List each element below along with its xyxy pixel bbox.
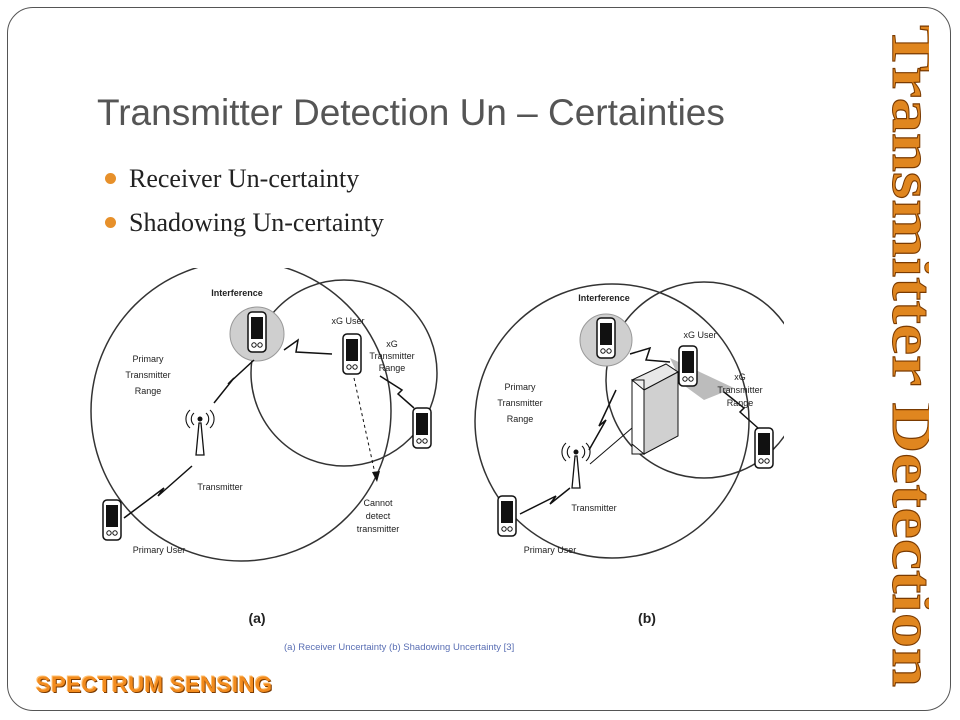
bullet-item: Shadowing Un-certainty [105, 206, 384, 250]
side-title-text: Transmitter Detection [880, 25, 929, 687]
link-transmitter-interference-b [588, 389, 617, 451]
slide-title: Transmitter Detection Un – Certainties [97, 92, 725, 133]
xg-user-label-a: xG User [331, 316, 364, 326]
cannot-detect-label-2: detect [366, 511, 391, 521]
primary-range-circle-a [90, 268, 392, 562]
panel-b: Interference xG User xG Transmitter Rang… [474, 281, 784, 626]
primary-range-label-b-1: Primary [505, 382, 536, 392]
primary-range-label-a-3: Range [135, 386, 162, 396]
figure-caption: (a) Receiver Uncertainty (b) Shadowing U… [284, 642, 515, 653]
cannot-detect-label-1: Cannot [363, 498, 393, 508]
bullet-list: Receiver Un-certainty Shadowing Un-certa… [105, 162, 384, 250]
side-title: Transmitter Detection [879, 16, 946, 696]
bullet-dot-icon [105, 173, 116, 184]
xg-user-phone-icon-b [678, 345, 698, 387]
bullet-item: Receiver Un-certainty [105, 162, 384, 206]
link-interference-xg-b [629, 346, 671, 363]
xg-range-label-a-2: Transmitter [369, 351, 414, 361]
blocked-path-b [589, 427, 633, 465]
link-interference-xg [283, 338, 333, 355]
interfered-phone-icon-b [596, 317, 616, 359]
panel-a: Interference xG User xG Transmitter Rang… [90, 268, 438, 626]
interference-label-a: Interference [211, 288, 263, 298]
cannot-detect-label-3: transmitter [357, 524, 400, 534]
primary-user-label-a: Primary User [133, 545, 186, 555]
link-xg-transmitter [379, 375, 415, 409]
xg-range-circle-b [605, 281, 784, 479]
bullet-dot-icon [105, 217, 116, 228]
primary-user-phone-icon [102, 499, 122, 541]
footer-title: SPECTRUM SENSING [36, 672, 273, 697]
xg-range-label-a-1: xG [386, 339, 398, 349]
primary-range-label-b-2: Transmitter [497, 398, 542, 408]
slide-frame [7, 7, 951, 711]
xg-user-label-b: xG User [683, 330, 716, 340]
xg-transmitter-phone-icon-b [754, 427, 774, 469]
dashed-detect-line [353, 377, 377, 479]
primary-range-label-b-3: Range [507, 414, 534, 424]
building-obstacle [631, 363, 679, 456]
link-transmitter-user-b [519, 487, 571, 515]
primary-user-label-b: Primary User [524, 545, 577, 555]
xg-user-phone-icon [342, 333, 362, 375]
panel-label-b: (b) [638, 610, 656, 626]
transmitter-label-b: Transmitter [571, 503, 616, 513]
primary-range-label-a-2: Transmitter [125, 370, 170, 380]
xg-range-circle-a [250, 279, 438, 467]
xg-range-label-b-2: Transmitter [717, 385, 762, 395]
primary-range-label-a-1: Primary [133, 354, 164, 364]
panel-label-a: (a) [248, 610, 265, 626]
link-transmitter-user [123, 465, 193, 519]
interfered-phone-icon [247, 311, 267, 353]
transmitter-tower-icon-b [561, 442, 591, 489]
xg-transmitter-phone-icon [412, 407, 432, 449]
interference-label-b: Interference [578, 293, 630, 303]
primary-user-phone-icon-b [497, 495, 517, 537]
bullet-text: Receiver Un-certainty [129, 164, 360, 193]
side-title-svg: Transmitter Detection [880, 25, 946, 688]
xg-range-label-b-3: Range [727, 398, 754, 408]
link-transmitter-interference [213, 359, 255, 404]
transmitter-tower-icon [185, 409, 215, 456]
bullet-text: Shadowing Un-certainty [129, 208, 384, 237]
xg-range-label-b-1: xG [734, 372, 746, 382]
uncertainty-diagram: Interference xG User xG Transmitter Rang… [90, 268, 784, 626]
xg-range-label-a-3: Range [379, 363, 406, 373]
transmitter-label-a: Transmitter [197, 482, 242, 492]
link-xg-transmitter-b [723, 391, 759, 429]
